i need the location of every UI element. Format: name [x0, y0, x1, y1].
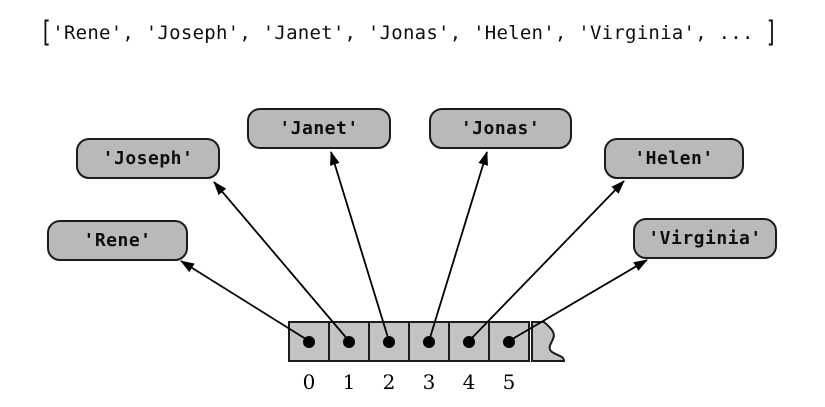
list-cell-2	[370, 323, 410, 360]
arrow-3-jonas	[428, 151, 488, 342]
pointer-dot	[383, 335, 395, 348]
python-list-literal: ['Rene', 'Joseph', 'Janet', 'Jonas', 'He…	[40, 15, 778, 50]
pointer-dot	[343, 335, 355, 348]
arrow-2-janet	[330, 151, 390, 342]
arrow-4-helen	[468, 180, 625, 342]
index-label-4: 4	[462, 370, 476, 394]
list-literal-body: 'Rene', 'Joseph', 'Janet', 'Jonas', 'Hel…	[52, 22, 766, 44]
torn-edge	[531, 321, 566, 362]
pointer-dot	[303, 335, 315, 348]
list-cell-1	[330, 323, 370, 360]
object-box-jonas: 'Jonas'	[429, 108, 572, 149]
pointer-dot	[503, 335, 515, 348]
list-cell-3	[410, 323, 450, 360]
list-cells-array	[288, 321, 530, 362]
index-label-2: 2	[382, 370, 396, 394]
list-cell-0	[290, 323, 330, 360]
pointer-dot	[423, 335, 435, 348]
close-bracket: ]	[765, 14, 778, 50]
pointer-dot	[463, 335, 475, 348]
arrow-1-joseph	[213, 181, 350, 342]
index-label-5: 5	[502, 370, 516, 394]
index-label-1: 1	[342, 370, 356, 394]
object-box-janet: 'Janet'	[247, 108, 391, 149]
object-box-virginia: 'Virginia'	[633, 218, 777, 259]
object-box-joseph: 'Joseph'	[76, 138, 220, 179]
list-cell-5	[490, 323, 528, 360]
index-label-3: 3	[422, 370, 436, 394]
index-label-0: 0	[302, 370, 316, 394]
object-box-rene: 'Rene'	[47, 220, 188, 261]
object-box-helen: 'Helen'	[604, 138, 744, 179]
open-bracket: [	[40, 14, 53, 50]
list-cell-4	[450, 323, 490, 360]
